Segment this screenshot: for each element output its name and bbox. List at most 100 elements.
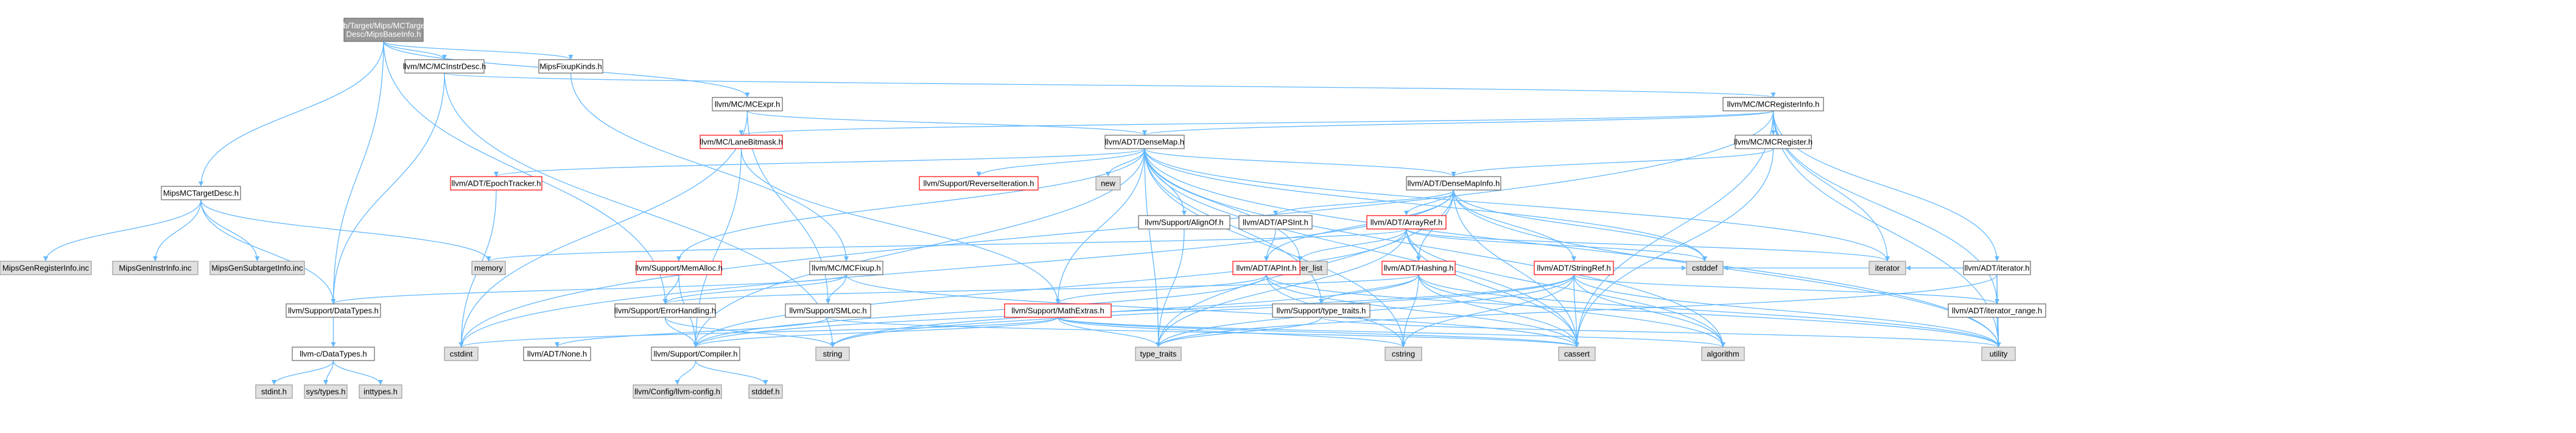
edge-densemap-to-densemapinfo bbox=[1144, 148, 1455, 177]
edge-arrayref-to-type_traits bbox=[1157, 228, 1407, 348]
node-label-mcregisterinfo: llvm/MC/MCRegisterInfo.h bbox=[1727, 100, 1820, 109]
node-densemapinfo[interactable]: llvm/ADT/DenseMapInfo.h bbox=[1406, 176, 1501, 191]
node-hashing[interactable]: llvm/ADT/Hashing.h bbox=[1381, 261, 1456, 275]
node-mclanebitmask[interactable]: llvm/MC/LaneBitmask.h bbox=[700, 135, 783, 149]
arrowhead-mipsmctargetdesc-to-mipsgensubtargetinfo bbox=[254, 256, 260, 261]
node-memory: memory bbox=[471, 261, 506, 275]
edge-mipsmctargetdesc-to-mipsgenregisterinfo bbox=[45, 199, 202, 262]
node-errorhandling[interactable]: llvm/Support/ErrorHandling.h bbox=[614, 303, 716, 318]
node-cassert: cassert bbox=[1558, 347, 1596, 361]
edge-mathextras-to-cstring bbox=[1057, 317, 1404, 348]
node-box-inttypes bbox=[359, 384, 402, 399]
node-box-memalloc bbox=[636, 261, 722, 275]
node-mathextras[interactable]: llvm/Support/MathExtras.h bbox=[1004, 303, 1112, 318]
edge-densemap-to-epochtracker bbox=[496, 148, 1145, 177]
node-mipsgensubtargetinfo: MipsGenSubtargetInfo.inc bbox=[209, 261, 305, 275]
node-label-new: new bbox=[1101, 179, 1115, 188]
edge-arrayref-to-compiler bbox=[695, 228, 1407, 348]
node-label-cstring: cstring bbox=[1392, 350, 1415, 359]
arrowhead-compiler-to-stddef bbox=[763, 380, 768, 385]
node-cstdint: cstdint bbox=[444, 347, 479, 361]
arrowhead-densemapinfo-to-apsint bbox=[1273, 211, 1278, 216]
node-stddef: stddef.h bbox=[748, 384, 783, 399]
edge-root-to-mipsfixupkinds bbox=[383, 41, 572, 60]
node-string: string bbox=[815, 347, 850, 361]
edge-mcinstrdesc-to-string bbox=[444, 72, 834, 348]
node-box-root bbox=[343, 18, 424, 42]
node-reverseiteration[interactable]: llvm/Support/ReverseIteration.h bbox=[919, 176, 1039, 191]
node-mcregisterinfo[interactable]: llvm/MC/MCRegisterInfo.h bbox=[1722, 97, 1824, 111]
edge-mipsmctargetdesc-to-memory bbox=[200, 199, 490, 262]
node-mcexpr[interactable]: llvm/MC/MCExpr.h bbox=[712, 97, 783, 111]
node-epochtracker[interactable]: llvm/ADT/EpochTracker.h bbox=[450, 176, 542, 191]
node-stdint: stdint.h bbox=[255, 384, 293, 399]
edge-alignof-to-type_traits bbox=[1157, 228, 1185, 348]
node-mipsfixupkinds[interactable]: MipsFixupKinds.h bbox=[538, 59, 603, 74]
edge-densemap-to-typetraits_h bbox=[1144, 148, 1322, 305]
node-label-stringref: llvm/ADT/StringRef.h bbox=[1537, 264, 1610, 273]
edge-mipsmctargetdesc-to-mipsgeninstrinfo bbox=[155, 199, 202, 262]
node-box-mcfixup bbox=[809, 261, 883, 275]
edge-apint-to-mathextras bbox=[1057, 274, 1267, 305]
arrowhead-densemap-to-alignof bbox=[1182, 211, 1187, 216]
node-memalloc[interactable]: llvm/Support/MemAlloc.h bbox=[635, 261, 723, 275]
edge-densemap-to-cassert bbox=[1144, 148, 1578, 348]
node-box-iterator_range bbox=[1948, 303, 2046, 318]
edge-densemapinfo-to-apsint bbox=[1275, 189, 1455, 216]
node-box-systypes bbox=[304, 384, 348, 399]
edge-hashing-to-utility bbox=[1418, 274, 1999, 348]
node-box-densemapinfo bbox=[1406, 176, 1501, 191]
node-typetraits_h[interactable]: llvm/Support/type_traits.h bbox=[1272, 303, 1370, 318]
arrowhead-mcregister-to-densemapinfo bbox=[1451, 172, 1456, 177]
node-mcinstrdesc[interactable]: llvm/MC/MCInstrDesc.h bbox=[403, 59, 486, 74]
node-apsint[interactable]: llvm/ADT/APSInt.h bbox=[1238, 215, 1313, 230]
node-densemap[interactable]: llvm/ADT/DenseMap.h bbox=[1104, 135, 1185, 149]
node-mcregister[interactable]: llvm/MC/MCRegister.h bbox=[1734, 135, 1813, 149]
edge-mathextras-to-compiler bbox=[695, 317, 1059, 348]
arrowhead-apsint-to-apint bbox=[1264, 256, 1269, 261]
node-label-compiler: llvm/Support/Compiler.h bbox=[654, 350, 738, 359]
node-iteratorh[interactable]: llvm/ADT/iterator.h bbox=[1963, 261, 2031, 275]
arrowhead-arrayref-to-iterator bbox=[1885, 256, 1890, 261]
edge-densemap-to-mathextras bbox=[1057, 148, 1145, 305]
edge-stringref-to-string bbox=[832, 274, 1574, 348]
edge-densemapinfo-to-cstddef bbox=[1453, 189, 1705, 262]
node-compiler[interactable]: llvm/Support/Compiler.h bbox=[651, 347, 740, 361]
node-arrayref[interactable]: llvm/ADT/ArrayRef.h bbox=[1366, 215, 1447, 230]
node-label-reverseiteration: llvm/Support/ReverseIteration.h bbox=[923, 179, 1034, 188]
edge-mcregister-to-densemapinfo bbox=[1453, 148, 1774, 177]
node-apint[interactable]: llvm/ADT/APInt.h bbox=[1232, 261, 1300, 275]
node-box-errorhandling bbox=[614, 303, 716, 318]
arrowhead-iteratorh-to-cstddef bbox=[1723, 266, 1728, 270]
node-cdatatypes[interactable]: llvm-c/DataTypes.h bbox=[292, 347, 375, 361]
edge-mcregisterinfo-to-iterator bbox=[1772, 110, 1888, 262]
node-smloc[interactable]: llvm/Support/SMLoc.h bbox=[785, 303, 871, 318]
arrowhead-mathextras-to-cassert bbox=[1574, 342, 1579, 347]
node-adtnone[interactable]: llvm/ADT/None.h bbox=[523, 347, 591, 361]
node-box-stddef bbox=[748, 384, 783, 399]
node-box-cassert bbox=[1558, 347, 1596, 361]
node-mcfixup[interactable]: llvm/MC/MCFixup.h bbox=[809, 261, 883, 275]
node-label-mipsgeninstrinfo: MipsGenInstrInfo.inc bbox=[119, 264, 192, 273]
node-label-memory: memory bbox=[474, 264, 503, 273]
edge-mcinstrdesc-to-mcregisterinfo bbox=[444, 72, 1774, 98]
node-alignof[interactable]: llvm/Support/AlignOf.h bbox=[1138, 215, 1230, 230]
arrowhead-mcregisterinfo-to-mclanebitmask bbox=[739, 130, 744, 135]
node-iterator: iterator bbox=[1869, 261, 1906, 275]
node-label-string: string bbox=[823, 350, 843, 359]
node-box-reverseiteration bbox=[919, 176, 1039, 191]
arrowhead-hashing-to-errorhandling bbox=[662, 299, 668, 304]
edges-layer bbox=[43, 41, 2001, 385]
node-label-cassert: cassert bbox=[1564, 350, 1590, 359]
node-datatypes[interactable]: llvm/Support/DataTypes.h bbox=[286, 303, 381, 318]
node-label-datatypes: llvm/Support/DataTypes.h bbox=[288, 306, 379, 315]
node-stringref[interactable]: llvm/ADT/StringRef.h bbox=[1534, 261, 1614, 275]
node-iterator_range[interactable]: llvm/ADT/iterator_range.h bbox=[1948, 303, 2046, 318]
node-box-utility bbox=[1981, 347, 2016, 361]
arrowhead-mcfixup-to-smloc bbox=[826, 299, 830, 304]
edge-mcregisterinfo-to-iteratorh bbox=[1772, 110, 1998, 262]
node-mipsmctargetdesc[interactable]: MipsMCTargetDesc.h bbox=[161, 186, 241, 200]
edge-mipsmctargetdesc-to-datatypes bbox=[200, 199, 334, 305]
